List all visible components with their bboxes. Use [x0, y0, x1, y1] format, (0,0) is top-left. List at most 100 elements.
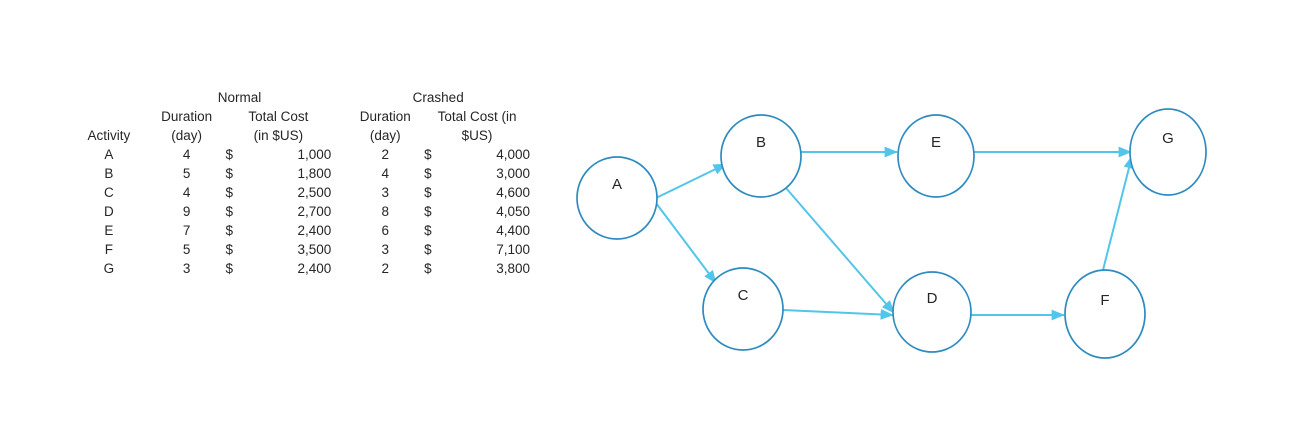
edge-a-to-c: [655, 202, 717, 284]
cell-gap: [331, 221, 346, 240]
column-header-crashed-cost-l2: $US): [461, 128, 493, 143]
table-header: Normal Crashed Duration Total Cost Durat…: [70, 88, 530, 145]
column-header-normal-cost-l2: (in $US): [253, 128, 304, 143]
cell-crashed-duration: 6: [381, 223, 390, 238]
node-g[interactable]: G: [1129, 108, 1207, 196]
cell-activity: G: [103, 261, 115, 276]
column-header-row-line2: Activity (day) (in $US) (day) $US): [70, 126, 530, 145]
cell-crashed-cost: 4,000: [496, 147, 530, 162]
node-label-a: A: [612, 176, 622, 193]
cell-crashed-duration: 3: [381, 242, 390, 257]
cell-crashed-currency: $: [424, 185, 432, 200]
column-header-activity: Activity: [87, 128, 131, 143]
column-header-normal-cost-l1: Total Cost: [248, 109, 309, 124]
network-diagram-canvas: A B C DE F G: [576, 108, 1207, 359]
edge-c-to-d: [782, 309, 894, 320]
cell-gap: [331, 164, 346, 183]
cell-activity: A: [104, 147, 114, 162]
edge-b-to-d: [785, 187, 895, 314]
cell-normal-currency: $: [225, 242, 233, 257]
cell-activity: D: [103, 204, 114, 219]
node-layer: A B C DE F G: [576, 108, 1207, 359]
node-circle-a: [576, 156, 658, 240]
column-header-crashed-duration-l1: Duration: [359, 109, 411, 124]
node-b[interactable]: B: [720, 114, 802, 198]
node-label-f: F: [1100, 292, 1109, 309]
column-header-normal-duration-l1: Duration: [161, 109, 213, 124]
cell-normal-duration: 3: [182, 261, 191, 276]
cell-gap: [331, 183, 346, 202]
node-label-g: G: [1162, 130, 1174, 147]
node-circle-d: [892, 271, 972, 353]
edge-f-to-g: [1102, 155, 1135, 271]
column-header-activity-spacer: [70, 107, 148, 126]
cell-activity: E: [104, 223, 114, 238]
cell-crashed-cost: 4,600: [496, 185, 530, 200]
cell-normal-duration: 4: [182, 185, 191, 200]
table-row: C 4 $2,500 3 $4,600: [70, 183, 530, 202]
node-d[interactable]: D: [892, 271, 972, 353]
cell-normal-duration: 5: [182, 166, 191, 181]
cell-activity: C: [103, 185, 114, 200]
cell-normal-cost: 2,400: [297, 261, 332, 276]
cell-crashed-duration: 2: [381, 147, 390, 162]
column-header-crashed-cost-l1: Total Cost (in: [437, 109, 517, 124]
cell-crashed-cost: 4,050: [496, 204, 530, 219]
edge-layer: [655, 146, 1135, 321]
cell-crashed-cost: 4,400: [496, 223, 530, 238]
cell-normal-duration: 7: [182, 223, 191, 238]
header-gap-l2: [331, 126, 346, 145]
cell-crashed-currency: $: [424, 166, 432, 181]
cell-normal-currency: $: [225, 185, 233, 200]
node-a[interactable]: A: [576, 156, 658, 240]
node-circle-g: [1129, 108, 1207, 196]
cell-normal-cost: 2,500: [297, 185, 332, 200]
cell-normal-duration: 4: [182, 147, 191, 162]
node-c[interactable]: C: [702, 267, 784, 351]
cell-crashed-currency: $: [424, 147, 432, 162]
group-header-gap: [331, 88, 346, 107]
column-header-normal-duration-l2: (day): [171, 128, 202, 143]
cell-crashed-currency: $: [424, 223, 432, 238]
node-f[interactable]: F: [1064, 269, 1146, 359]
cell-crashed-cost: 3,800: [496, 261, 530, 276]
cell-normal-cost: 2,400: [297, 223, 332, 238]
crash-cost-table: Normal Crashed Duration Total Cost Durat…: [70, 88, 530, 278]
edge-a-to-b: [655, 163, 727, 199]
cell-normal-cost: 3,500: [297, 242, 332, 257]
header-gap-l1: [331, 107, 346, 126]
cell-normal-cost: 1,000: [297, 147, 332, 162]
cell-crashed-duration: 3: [381, 185, 390, 200]
cell-activity: B: [104, 166, 114, 181]
cell-gap: [331, 145, 346, 164]
cell-crashed-cost: 3,000: [496, 166, 530, 181]
cell-normal-currency: $: [225, 223, 233, 238]
node-label-c: C: [738, 287, 749, 304]
cell-normal-duration: 9: [182, 204, 191, 219]
group-header-crashed: Crashed: [412, 90, 464, 105]
cell-normal-currency: $: [225, 166, 233, 181]
cell-crashed-duration: 2: [381, 261, 390, 276]
cell-crashed-currency: $: [424, 204, 432, 219]
cell-gap: [331, 240, 346, 259]
group-header-spacer: [70, 88, 148, 107]
cell-crashed-duration: 4: [381, 166, 390, 181]
cell-crashed-currency: $: [424, 242, 432, 257]
cell-activity: F: [104, 242, 113, 257]
cell-gap: [331, 259, 346, 278]
cell-gap: [331, 202, 346, 221]
cell-crashed-currency: $: [424, 261, 432, 276]
node-circle-c: [702, 267, 784, 351]
cell-normal-currency: $: [225, 204, 233, 219]
column-header-row-line1: Duration Total Cost Duration Total Cost …: [70, 107, 530, 126]
cell-normal-duration: 5: [182, 242, 191, 257]
node-e[interactable]: E: [897, 114, 975, 198]
cell-crashed-duration: 8: [381, 204, 390, 219]
column-header-crashed-duration-l2: (day): [369, 128, 401, 143]
